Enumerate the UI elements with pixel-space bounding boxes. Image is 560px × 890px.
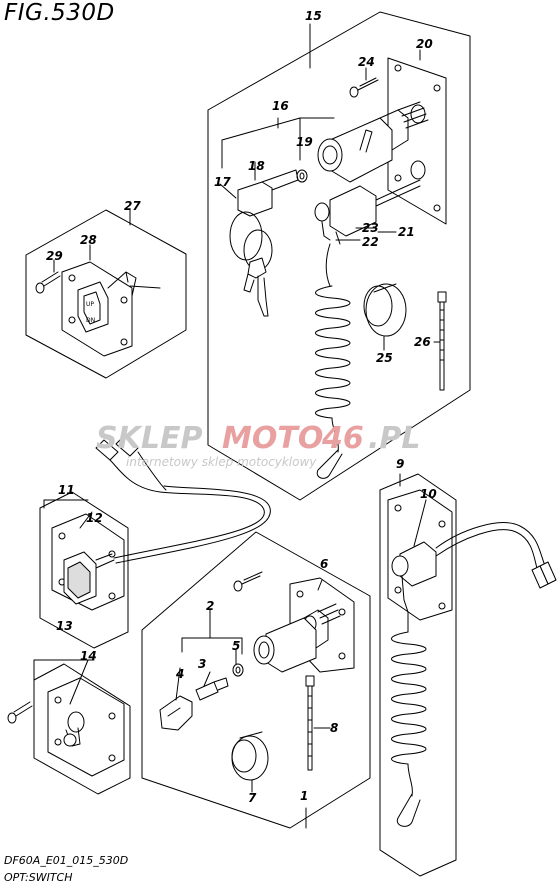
callout-15: 15 — [305, 9, 322, 23]
lanyard-coil-bottom — [391, 575, 427, 827]
leader-lines — [53, 67, 441, 793]
ring-5 — [232, 663, 244, 677]
knob-4 — [159, 695, 193, 731]
diagram-code: DF60A_E01_015_530D — [4, 854, 129, 867]
callout-11: 11 — [58, 483, 75, 497]
watermark-part-3: 46 — [321, 421, 364, 456]
switch-face-labels: UP DN — [86, 301, 95, 324]
callout-8: 8 — [330, 721, 338, 735]
switch-12 — [51, 435, 271, 611]
watermark-part-2: MOTO — [222, 421, 323, 456]
ignition-switch-16 — [317, 101, 429, 183]
switch-14 — [47, 677, 125, 777]
key-set-17-18 — [229, 169, 299, 317]
cap-25 — [363, 283, 407, 337]
callout-4: 4 — [175, 667, 184, 681]
callout-1: 1 — [300, 789, 308, 803]
assembly-panel-15 — [207, 11, 471, 501]
callout-19: 19 — [296, 135, 313, 149]
group-bracket-16 — [221, 117, 335, 169]
callout-24: 24 — [358, 55, 375, 69]
callout-18: 18 — [248, 159, 265, 173]
screw-14 — [7, 701, 33, 724]
callout-16: 16 — [272, 99, 289, 113]
callout-29: 29 — [46, 249, 63, 263]
assembly-panel-9 — [379, 473, 457, 877]
trim-switch-28 — [61, 261, 161, 357]
watermark-part-1: SKLEP — [96, 421, 202, 456]
cable-tie-8 — [305, 675, 315, 771]
figure-title: FIG.530D — [4, 0, 115, 26]
callout-5: 5 — [232, 639, 240, 653]
callout-25: 25 — [376, 351, 393, 365]
assembly-panel-1 — [141, 531, 371, 829]
key-3 — [195, 677, 229, 701]
watermark: SKLEP MOTO 46 .PL internetowy sklep moto… — [96, 421, 421, 469]
assembly-panel-27 — [25, 209, 187, 379]
callout-13: 13 — [56, 619, 73, 633]
callout-12: 12 — [86, 511, 103, 525]
callout-23: 23 — [362, 221, 379, 235]
switch-label-up: UP — [86, 301, 94, 308]
callout-14: 14 — [80, 649, 97, 663]
callout-6: 6 — [320, 557, 328, 571]
switch-plate-10 — [387, 489, 557, 621]
lanyard-coil-top — [315, 243, 351, 479]
callout-21: 21 — [398, 225, 415, 239]
mounting-plate-20 — [387, 49, 447, 225]
callout-numbers: 15 20 24 16 19 18 17 23 21 22 25 26 27 2… — [46, 9, 437, 805]
callout-7: 7 — [248, 791, 257, 805]
ignition-switch-2 — [181, 603, 341, 673]
screw-24 — [349, 77, 379, 98]
callout-26: 26 — [414, 335, 431, 349]
callout-17: 17 — [214, 175, 231, 189]
watermark-subtitle: internetowy sklep motocyklowy — [126, 455, 317, 469]
callout-2: 2 — [206, 599, 214, 613]
stop-switch-21 — [314, 179, 421, 245]
callout-3: 3 — [198, 657, 206, 671]
ring-19 — [296, 169, 308, 183]
cable-tie-26 — [437, 291, 447, 391]
callout-22: 22 — [362, 235, 379, 249]
callout-27: 27 — [124, 199, 141, 213]
callout-20: 20 — [416, 37, 433, 51]
switch-label-dn: DN — [86, 317, 95, 324]
diagram-name: OPT:SWITCH — [4, 871, 73, 884]
callout-9: 9 — [396, 457, 404, 471]
callout-10: 10 — [420, 487, 437, 501]
cap-7 — [231, 731, 269, 781]
callout-28: 28 — [80, 233, 97, 247]
screw-29 — [35, 271, 61, 294]
assembly-panel-11 — [39, 491, 129, 649]
assembly-panel-13 — [33, 659, 131, 795]
screw-6 — [233, 571, 263, 592]
watermark-part-4: .PL — [368, 421, 421, 456]
